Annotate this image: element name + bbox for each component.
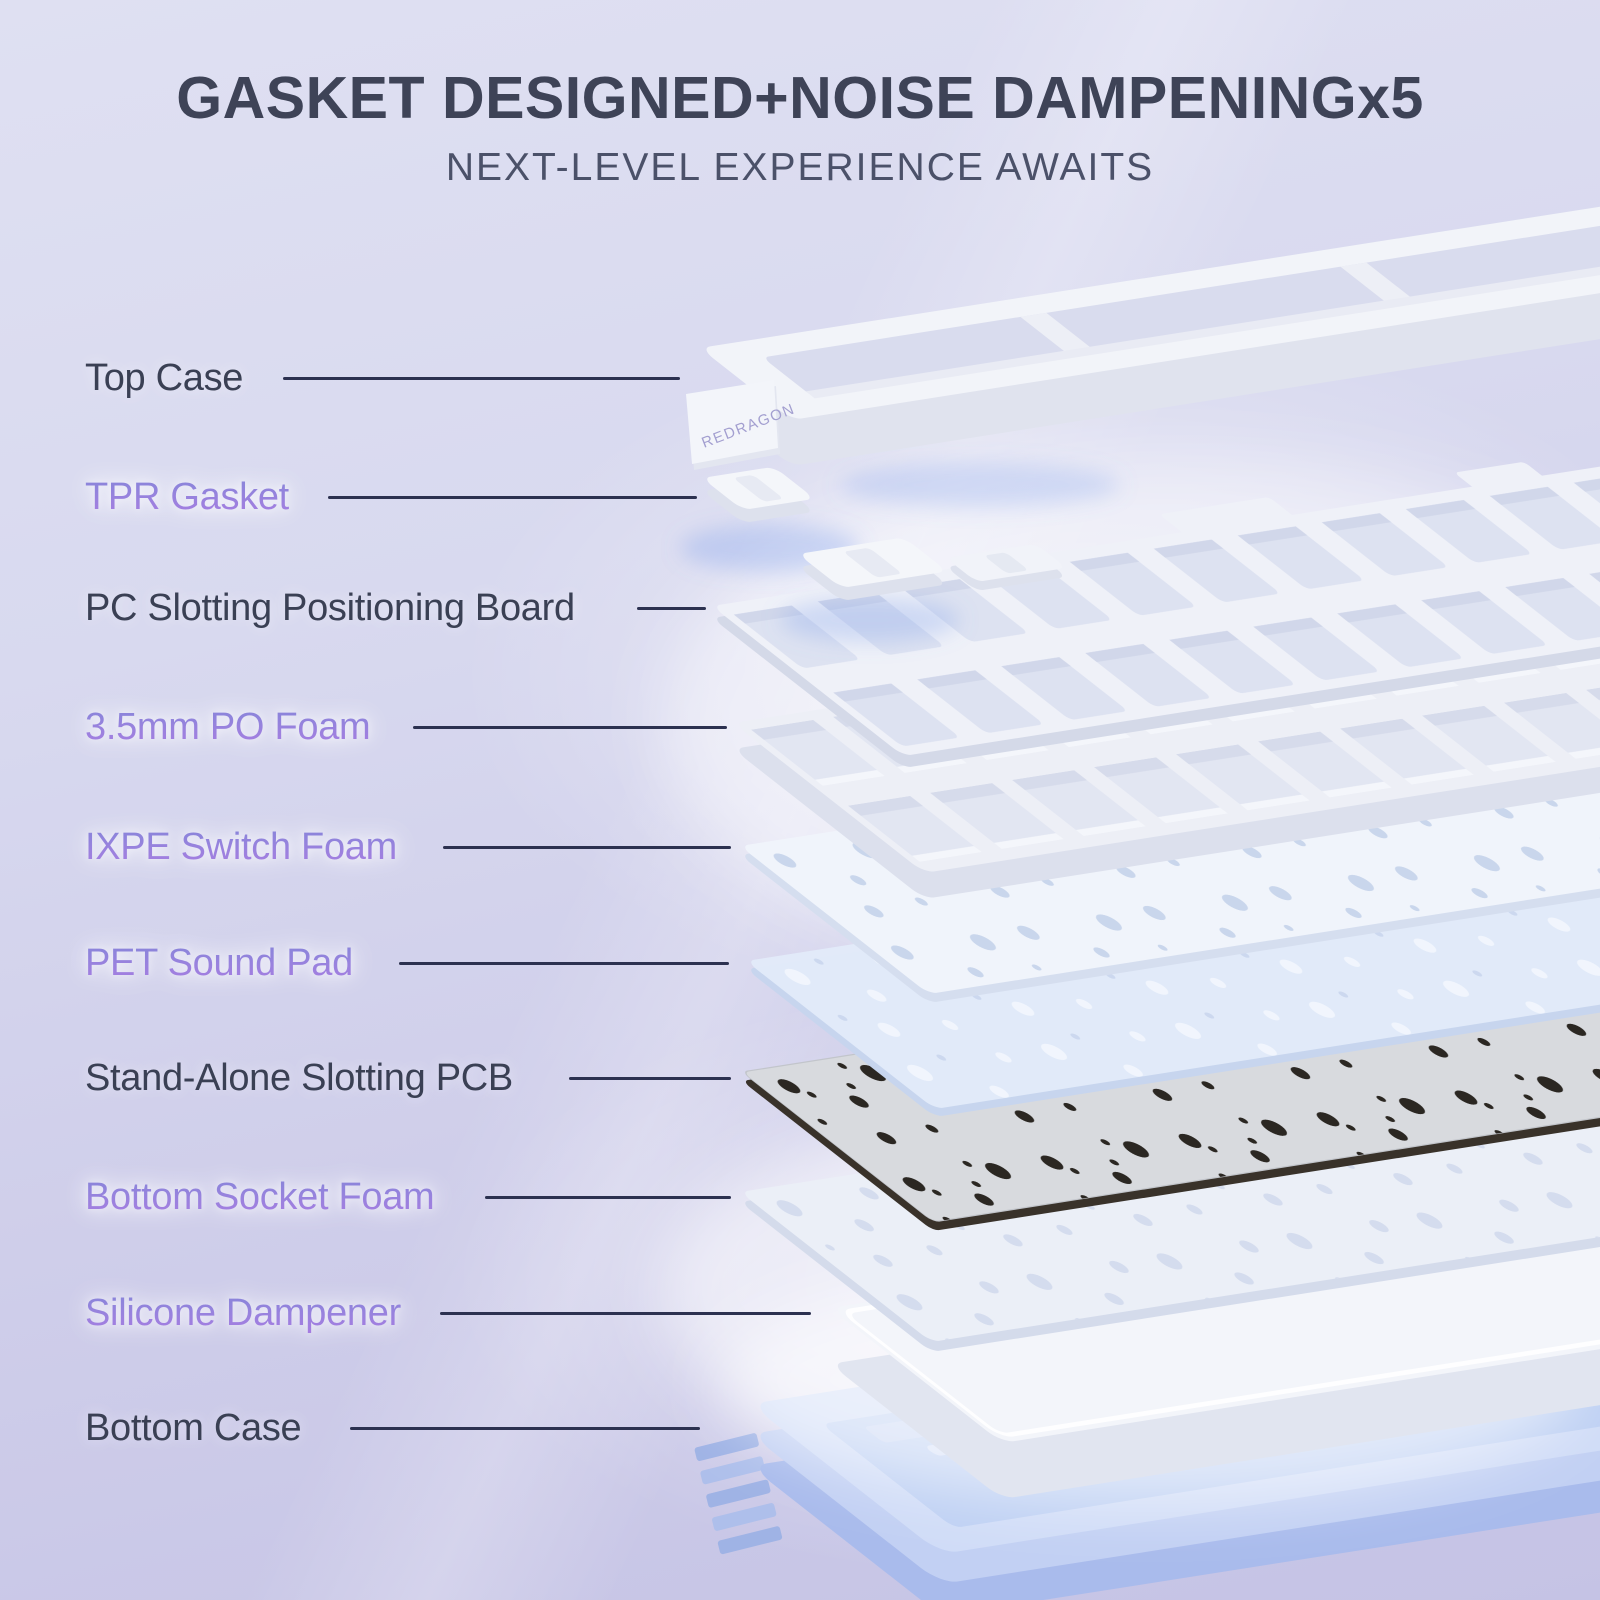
top-case-corner: [686, 380, 778, 464]
label-bottom-case: Bottom Case: [85, 1407, 302, 1449]
label-pet-pad: PET Sound Pad: [85, 937, 353, 989]
pointer-line-positioning-board: [637, 607, 706, 610]
pointer-line-pet-pad: [399, 962, 729, 965]
label-tpr-gasket: TPR Gasket: [85, 471, 289, 523]
socket-foam-layer: [745, 1023, 1600, 1351]
pointer-line-ixpe-foam: [443, 846, 731, 849]
label-silicone-dampener: Silicone Dampener: [85, 1287, 401, 1339]
bottom-case-fins: [694, 1433, 783, 1555]
label-socket-foam: Bottom Socket Foam: [85, 1171, 435, 1223]
top-case-layer: REDRAGON: [686, 179, 1600, 507]
label-pcb: Stand-Alone Slotting PCB: [85, 1057, 513, 1099]
pet-pad-layer: [751, 792, 1600, 1116]
pointer-line-bottom-case: [350, 1427, 700, 1430]
label-po-foam: 3.5mm PO Foam: [85, 701, 371, 753]
pointer-line-top-case: [283, 377, 680, 380]
tpr-gasket-layer: [680, 467, 1063, 642]
pointer-line-tpr-gasket: [328, 496, 697, 499]
label-ixpe-foam: IXPE Switch Foam: [85, 821, 397, 873]
ixpe-foam-layer: [745, 677, 1600, 1002]
po-foam-layer: [739, 554, 1600, 898]
label-positioning-board: PC Slotting Positioning Board: [85, 587, 575, 629]
pointer-line-po-foam: [413, 726, 727, 729]
label-top-case: Top Case: [85, 357, 244, 399]
page-subtitle: NEXT-LEVEL EXPERIENCE AWAITS: [445, 146, 1155, 189]
pointer-line-silicone-dampener: [440, 1312, 811, 1315]
pointer-line-socket-foam: [485, 1196, 731, 1199]
page-title: GASKET DESIGNED+NOISE DAMPENINGx5: [176, 65, 1424, 131]
pointer-line-pcb: [569, 1077, 731, 1080]
